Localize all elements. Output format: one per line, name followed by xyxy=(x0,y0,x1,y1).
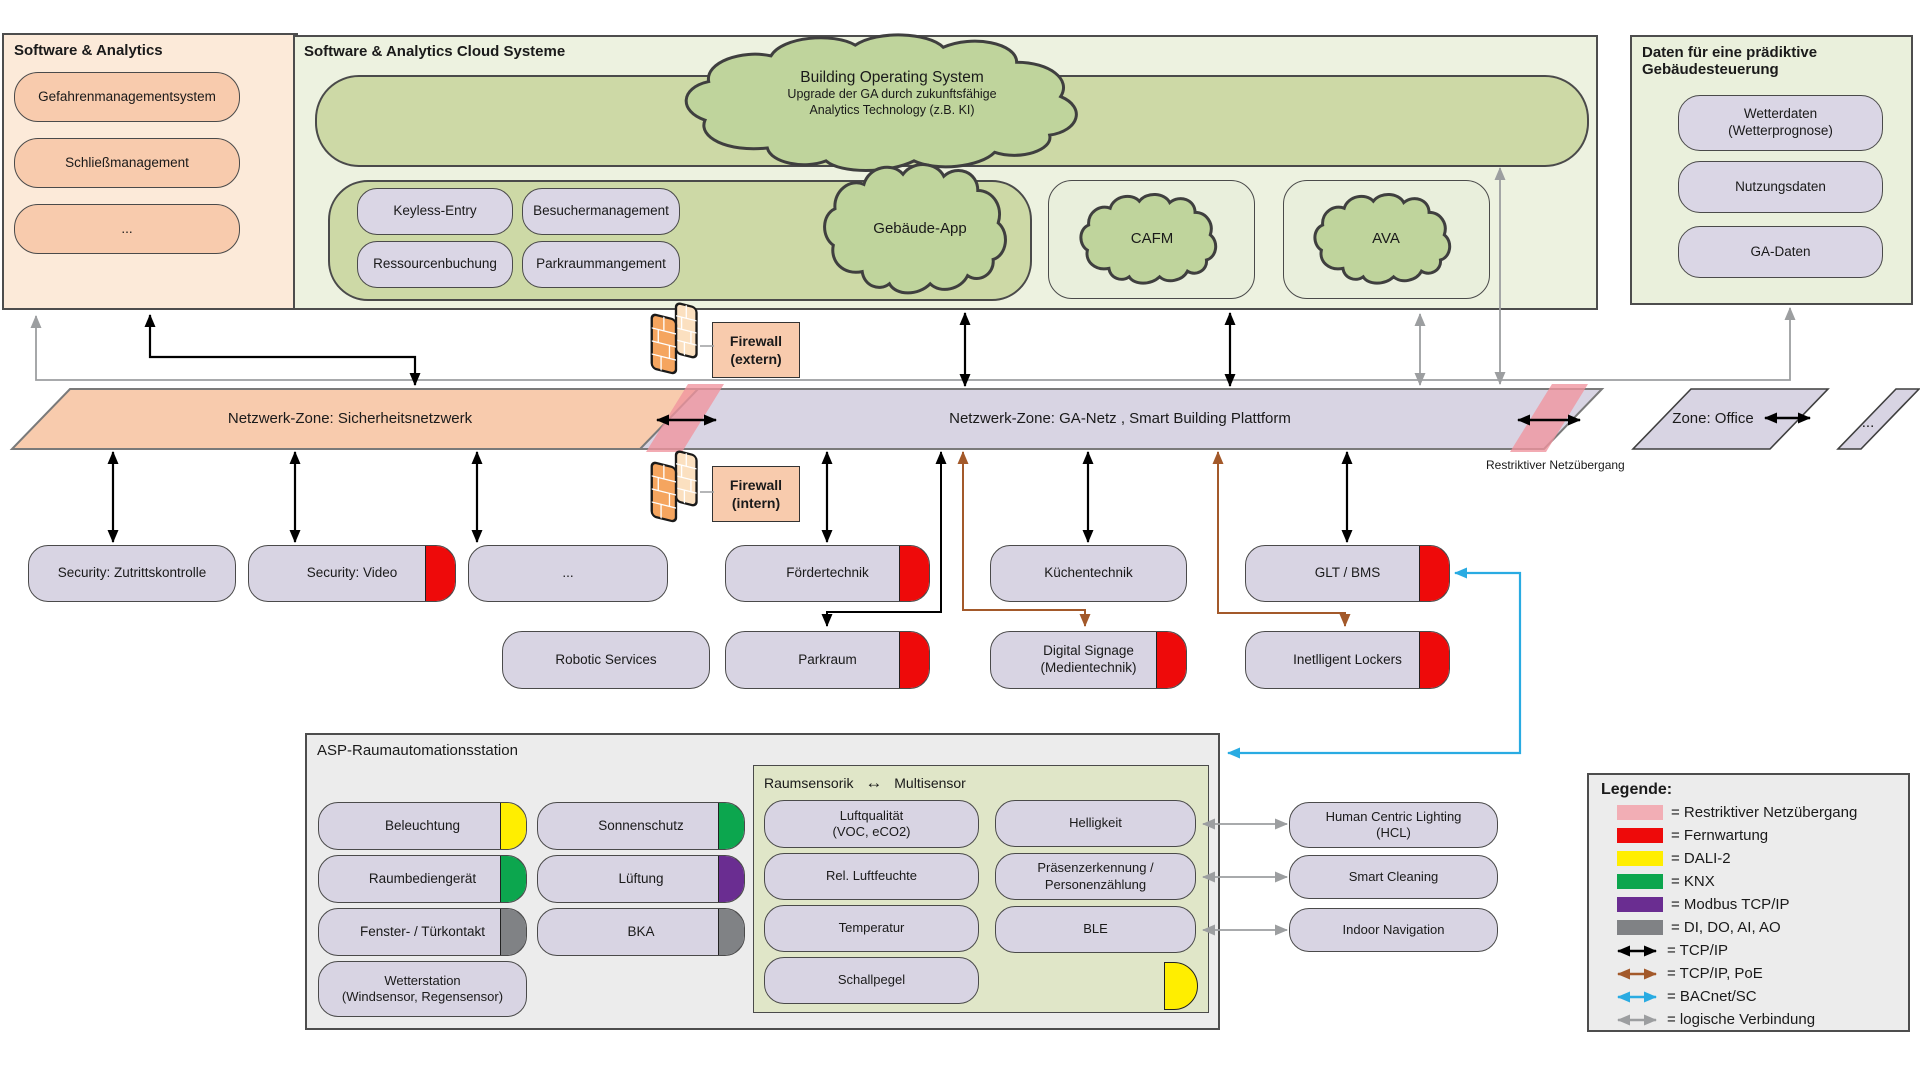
restriktiver-netzuebergang-label: Restriktiver Netzübergang xyxy=(1486,458,1625,472)
restrictive-crossing-right xyxy=(1510,384,1588,452)
wetterdaten-pill: Wetterdaten (Wetterprognose) xyxy=(1678,95,1883,151)
temperatur-pill: Temperatur xyxy=(764,905,979,952)
cafm-label: CAFM xyxy=(1130,230,1174,247)
firewall-extern-icon xyxy=(650,301,698,376)
fernwartung-cap xyxy=(1419,632,1449,688)
zone-office-label: Zone: Office xyxy=(1672,410,1754,427)
raumbediengeraet-pill: Raumbediengerät xyxy=(318,855,527,903)
more-software-pill: ... xyxy=(14,204,240,254)
black-double-arrow-icon xyxy=(1617,945,1657,956)
io-cap xyxy=(500,909,526,955)
knx-cap xyxy=(718,803,744,849)
helligkeit-pill: Helligkeit xyxy=(995,800,1196,847)
cloud-systems-title: Software & Analytics Cloud Systeme xyxy=(304,43,566,60)
intelligent-lockers-pill: Inetlligent Lockers xyxy=(1245,631,1450,689)
brown-double-arrow-icon xyxy=(1617,968,1657,979)
schliessmanagement-pill: Schließmanagement xyxy=(14,138,240,188)
firewall-intern-label: Firewall (intern) xyxy=(712,466,800,522)
dali2-cap xyxy=(500,803,526,849)
legend-box: Legende: = Restriktiver Netzübergang = F… xyxy=(1587,773,1910,1032)
gefahrenmanagement-pill: Gefahrenmanagementsystem xyxy=(14,72,240,122)
indoor-navigation-pill: Indoor Navigation xyxy=(1289,908,1498,952)
firewall-intern-icon xyxy=(650,449,698,524)
bos-cloud-label: Building Operating System Upgrade der GA… xyxy=(787,69,997,117)
glt-bms-pill: GLT / BMS xyxy=(1245,545,1450,602)
gray-double-arrow-icon xyxy=(1617,1014,1657,1025)
multisensor-arrow-icon: ↔ xyxy=(865,773,883,792)
fernwartung-cap xyxy=(899,546,929,601)
kuechentechnik-pill: Küchentechnik xyxy=(990,545,1187,602)
legend-item-logisch: = logische Verbindung xyxy=(1601,1008,1908,1031)
legend-item-io: = DI, DO, AI, AO xyxy=(1601,916,1908,939)
legend-item-knx: = KNX xyxy=(1601,870,1908,893)
fenster-tuerkontakt-pill: Fenster- / Türkontakt xyxy=(318,908,527,956)
zone-more-label: ... xyxy=(1861,414,1875,431)
legend-item-dali2: = DALI-2 xyxy=(1601,847,1908,870)
modbus-cap xyxy=(718,856,744,902)
io-cap xyxy=(718,909,744,955)
legend-item-bacnet: = BACnet/SC xyxy=(1601,985,1908,1008)
ava-label: AVA xyxy=(1372,230,1400,247)
fernwartung-cap xyxy=(1419,546,1449,601)
smart-cleaning-pill: Smart Cleaning xyxy=(1289,855,1498,899)
fernwartung-cap xyxy=(899,632,929,688)
legend-item-poe: = TCP/IP, PoE xyxy=(1601,962,1908,985)
blue-double-arrow-icon xyxy=(1617,991,1657,1002)
parkraummanagement-pill: Parkraummangement xyxy=(522,241,680,288)
red-swatch xyxy=(1617,828,1663,843)
luftqualitaet-pill: Luftqualität (VOC, eCO2) xyxy=(764,800,979,848)
keyless-entry-pill: Keyless-Entry xyxy=(357,188,513,235)
beleuchtung-pill: Beleuchtung xyxy=(318,802,527,850)
nutzungsdaten-pill: Nutzungsdaten xyxy=(1678,161,1883,213)
knx-cap xyxy=(500,856,526,902)
praesenzerkennung-pill: Präsenzerkennung / Personenzählung xyxy=(995,853,1196,900)
schallpegel-pill: Schallpegel xyxy=(764,957,979,1004)
software-analytics-title: Software & Analytics xyxy=(14,42,163,59)
bka-pill: BKA xyxy=(537,908,745,956)
digital-signage-pill: Digital Signage (Medientechnik) xyxy=(990,631,1187,689)
security-zutrittskontrolle-pill: Security: Zutrittskontrolle xyxy=(28,545,236,602)
legend-item-restriktiver-netzuebergang: = Restriktiver Netzübergang xyxy=(1601,801,1908,824)
robotic-services-pill: Robotic Services xyxy=(502,631,710,689)
sonnenschutz-pill: Sonnenschutz xyxy=(537,802,745,850)
legend-title: Legende: xyxy=(1601,781,1673,798)
foerdertechnik-pill: Fördertechnik xyxy=(725,545,930,602)
logical-link-left-right xyxy=(30,307,1796,381)
legend-item-modbus: = Modbus TCP/IP xyxy=(1601,893,1908,916)
luftfeuchte-pill: Rel. Luftfeuchte xyxy=(764,853,979,900)
security-more-pill: ... xyxy=(468,545,668,602)
firewall-extern-label: Firewall (extern) xyxy=(712,322,800,378)
human-centric-lighting-pill: Human Centric Lighting (HCL) xyxy=(1289,802,1498,848)
zone-sicherheitsnetzwerk-label: Netzwerk-Zone: Sicherheitsnetzwerk xyxy=(227,410,473,427)
ble-pill: BLE xyxy=(995,906,1196,953)
legend-item-fernwartung: = Fernwartung xyxy=(1601,824,1908,847)
tcpip-box-to-securityzone xyxy=(144,314,421,386)
ressourcenbuchung-pill: Ressourcenbuchung xyxy=(357,241,513,288)
purple-swatch xyxy=(1617,897,1663,912)
ga-daten-pill: GA-Daten xyxy=(1678,226,1883,278)
security-video-pill: Security: Video xyxy=(248,545,456,602)
parkraum-pill: Parkraum xyxy=(725,631,930,689)
pink-swatch xyxy=(1617,805,1663,820)
green-swatch xyxy=(1617,874,1663,889)
gray-swatch xyxy=(1617,920,1663,935)
raumsensorik-title: Raumsensorik ↔ Multisensor xyxy=(764,773,966,792)
lueftung-pill: Lüftung xyxy=(537,855,745,903)
predictive-data-title: Daten für eine prädiktive Gebäudesteueru… xyxy=(1642,44,1818,79)
yellow-swatch xyxy=(1617,851,1663,866)
asp-title: ASP-Raumautomationsstation xyxy=(317,742,518,759)
besuchermanagement-pill: Besuchermanagement xyxy=(522,188,680,235)
fernwartung-cap xyxy=(425,546,455,601)
fernwartung-cap xyxy=(1156,632,1186,688)
gebaeude-app-label: Gebäude-App xyxy=(873,220,967,237)
legend-item-tcpip: = TCP/IP xyxy=(1601,939,1908,962)
zone-ga-netz-label: Netzwerk-Zone: GA-Netz , Smart Building … xyxy=(949,410,1291,427)
wetterstation-pill: Wetterstation (Windsensor, Regensensor) xyxy=(318,961,527,1017)
restrictive-crossing-left xyxy=(646,384,724,452)
